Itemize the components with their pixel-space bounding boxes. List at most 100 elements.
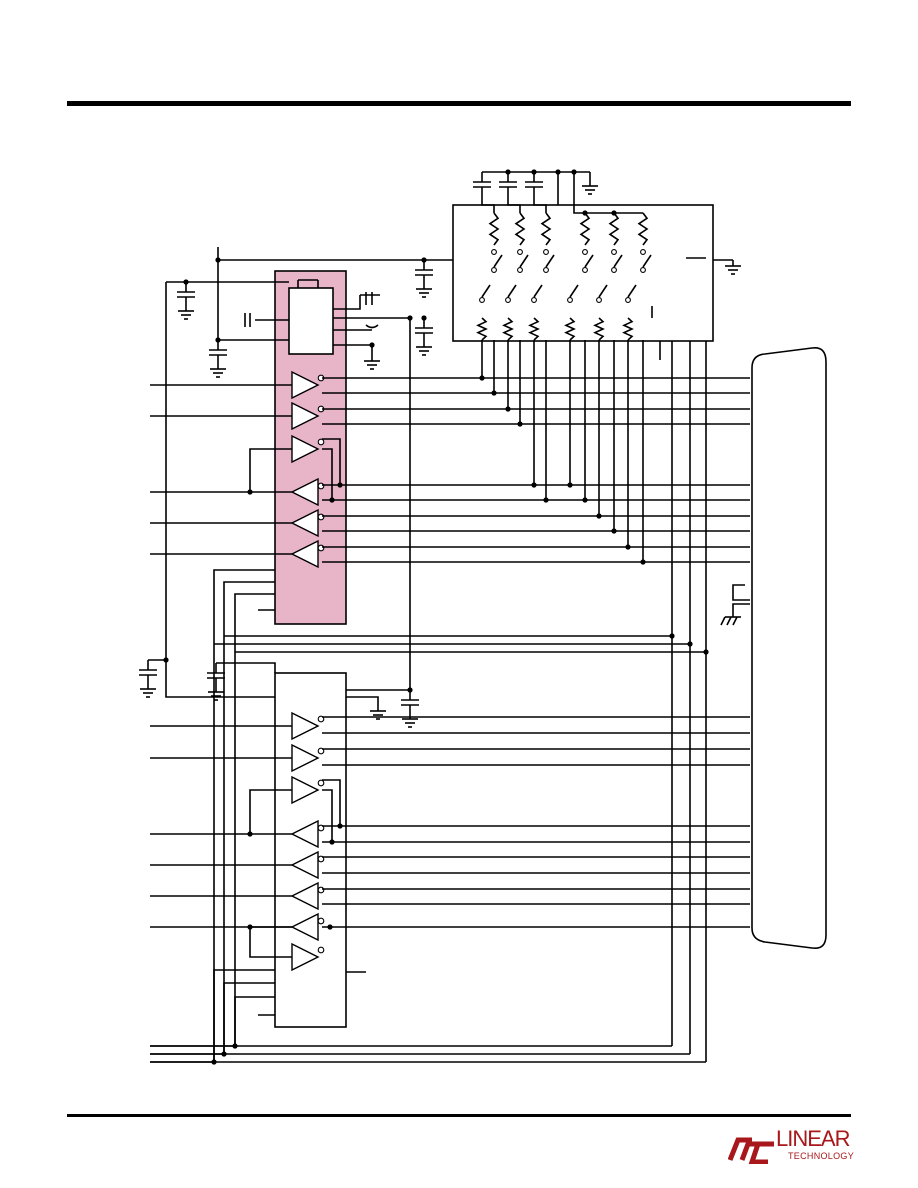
switch-symbol [545,254,555,268]
resistor-symbol [637,212,649,246]
logo-wordmark: LINEAR [776,1126,850,1151]
inversion-bubble [640,267,646,273]
wire [732,616,738,626]
junction-dot [582,497,588,503]
resistor-symbol [608,212,620,246]
junction-dot [479,375,485,381]
switch-symbol [584,254,594,268]
junction-dot [517,421,523,427]
wire [322,448,333,500]
charge-pump-block [288,287,334,355]
receiver-symbol [290,881,319,911]
junction-dot [625,544,631,550]
wire [732,603,750,617]
junction-dot [247,831,253,837]
top-rule [67,101,851,106]
junction-dot [337,482,343,488]
receiver-symbol [290,819,319,849]
junction-dot [329,497,335,503]
resistor-symbol [476,317,488,341]
linear-technology-logo: LINEAR TECHNOLOGY [728,1126,855,1164]
resistor-symbol [502,317,514,341]
wire [249,789,292,834]
wire [533,195,547,213]
wire [150,593,275,1047]
junction-dot [687,641,693,647]
wire [322,789,333,842]
wire [213,969,275,1062]
wire [573,205,585,214]
junction-dot [491,390,497,396]
resistor-symbol [579,212,591,246]
capacitor-symbol [365,324,379,329]
wire [333,295,361,310]
junction-dot [369,342,375,348]
inversion-bubble [505,297,511,303]
inversion-bubble [317,482,325,490]
switch-symbol [627,284,637,298]
inversion-bubble [625,297,631,303]
wire [507,195,521,213]
junction-dot [337,823,343,829]
wire [346,696,379,705]
wire [720,616,726,626]
inversion-bubble [517,267,523,273]
inversion-bubble [479,297,485,303]
inversion-bubble [531,297,537,303]
lower-transceiver-ic [274,672,347,1028]
resistor-symbol [593,317,605,341]
inversion-bubble [317,917,325,925]
switch-symbol [569,284,579,298]
inversion-bubble [582,249,588,255]
wire [322,438,341,485]
junction-dot [567,482,573,488]
wire [223,982,275,1054]
resistor-symbol [528,317,540,341]
junction-dot [329,839,335,845]
receiver-symbol [290,850,319,880]
junction-dot [640,559,646,565]
receiver-symbol [290,508,319,538]
wire [216,662,276,673]
inversion-bubble [317,886,325,894]
junction-dot [531,482,537,488]
inversion-bubble [517,249,523,255]
junction-dot [703,649,709,655]
resistor-symbol [564,317,576,341]
junction-dot [407,315,413,321]
wire [249,448,292,492]
inversion-bubble [611,267,617,273]
junction-dot [611,528,617,534]
inversion-bubble [317,779,325,787]
switch-symbol [493,254,503,268]
inversion-bubble [491,267,497,273]
resistor-symbol [488,212,500,246]
junction-dot [669,633,675,639]
inversion-bubble [567,297,573,303]
receiver-symbol [290,539,319,569]
receiver-symbol [290,477,319,507]
switch-symbol [507,284,517,298]
wire [726,616,732,626]
inversion-bubble [596,297,602,303]
junction-dot [543,497,549,503]
wire [234,996,275,1046]
inversion-bubble [582,267,588,273]
schematic-wiring [139,169,750,1065]
junction-dot [505,406,511,412]
lt-logo-icon [728,1137,774,1164]
wire [249,926,292,958]
inversion-bubble [611,249,617,255]
logo-subtext: TECHNOLOGY [788,1151,855,1161]
junction-dot [596,513,602,519]
junction-dot [247,924,253,930]
junction-dot [247,489,253,495]
switch-symbol [519,254,529,268]
resistor-symbol [514,212,526,246]
wire [732,584,750,601]
inversion-bubble [543,249,549,255]
bottom-rule [67,1114,851,1117]
inversion-bubble [640,249,646,255]
